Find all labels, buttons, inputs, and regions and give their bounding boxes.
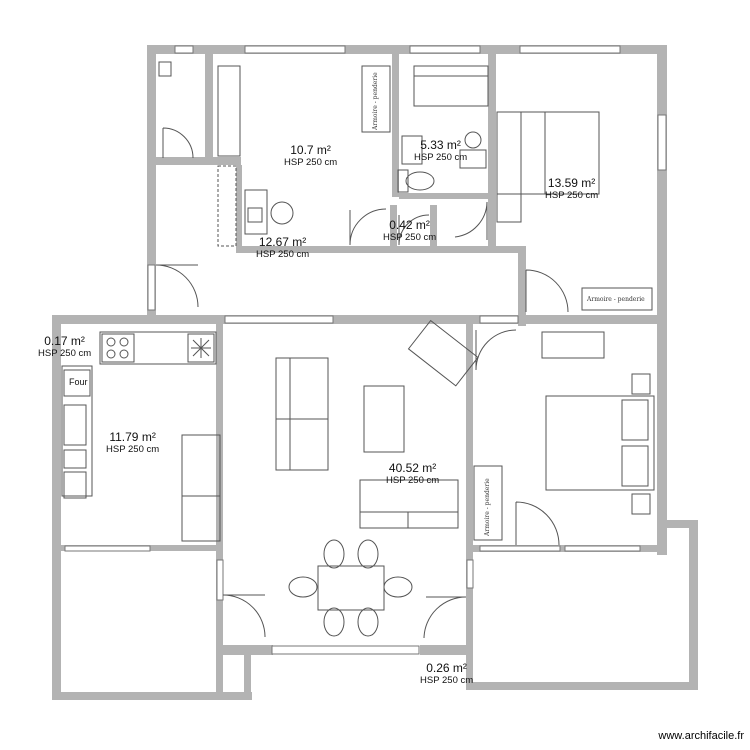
walls: [52, 45, 698, 700]
room-height: HSP 250 cm: [284, 157, 338, 168]
room-height: HSP 250 cm: [383, 232, 437, 243]
windows: [64, 45, 667, 655]
room-label-12-67: 12.67 m² HSP 250 cm: [256, 235, 309, 260]
room-area: 10.7 m²: [290, 143, 331, 157]
closet-label: Armoire - penderie: [484, 478, 491, 536]
room-height: HSP 250 cm: [414, 152, 468, 163]
room-label-0-42: 0.42 m² HSP 250 cm: [383, 218, 436, 243]
site-credit: www.archifacile.fr: [658, 730, 744, 742]
room-area: 5.33 m²: [420, 138, 461, 152]
room-height: HSP 250 cm: [38, 348, 92, 359]
room-area: 40.52 m²: [388, 461, 437, 475]
room-height: HSP 250 cm: [420, 675, 474, 686]
room-area: 0.42 m²: [389, 218, 430, 232]
doors: [155, 127, 569, 639]
room-label-5-33: 5.33 m² HSP 250 cm: [414, 138, 467, 163]
room-height: HSP 250 cm: [545, 190, 599, 201]
room-label-13-59: 13.59 m² HSP 250 cm: [545, 176, 598, 201]
room-height: HSP 250 cm: [256, 249, 310, 260]
oven-label: Four: [69, 377, 88, 387]
room-label-10-7: 10.7 m² HSP 250 cm: [284, 143, 337, 168]
wardrobe-label: Armoire - penderie: [372, 72, 379, 130]
room-label-0-17: 0.17 m² HSP 250 cm: [38, 334, 91, 359]
room-label-11-79: 11.79 m² HSP 250 cm: [106, 430, 159, 455]
room-area: 0.26 m²: [426, 661, 467, 675]
wardrobe-label-bedroom: Armoire - penderie: [587, 296, 645, 303]
room-area: 13.59 m²: [547, 176, 596, 190]
furniture: [61, 61, 655, 637]
room-area: 11.79 m²: [109, 430, 156, 444]
room-area: 12.67 m²: [258, 235, 307, 249]
room-area: 0.17 m²: [44, 334, 85, 348]
room-label-40-52: 40.52 m² HSP 250 cm: [386, 461, 439, 486]
room-label-0-26: 0.26 m² HSP 250 cm: [420, 661, 473, 686]
room-height: HSP 250 cm: [386, 475, 440, 486]
room-height: HSP 250 cm: [106, 444, 160, 455]
